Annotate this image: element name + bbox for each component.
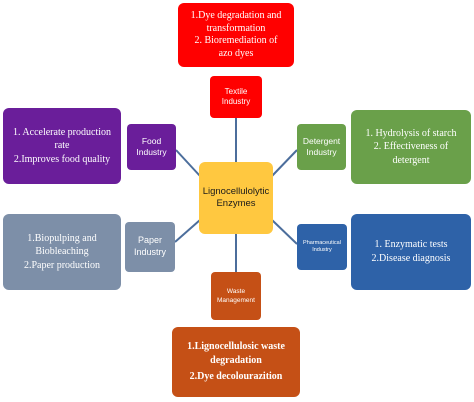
paper-node-line1: Paper	[137, 235, 163, 246]
waste-app-line3: 2.Dye decolourazition	[189, 371, 283, 383]
textile-node-line1: Textile	[224, 86, 248, 96]
pharmaceutical-applications-box: 1. Enzymatic tests 2.Disease diagnosis	[351, 214, 471, 290]
connector-pharmaceutical	[271, 219, 298, 245]
food-node-line1: Food	[141, 135, 162, 146]
food-app-line2: rate	[54, 140, 70, 152]
center-node: Lignocellulolytic Enzymes	[199, 162, 273, 234]
detergent-node-line2: Industry	[306, 147, 337, 157]
paper-app-line1: 1.Biopulping and	[27, 232, 97, 244]
food-node-line2: Industry	[136, 147, 167, 157]
pharmaceutical-node-line2: Industry	[312, 247, 332, 253]
paper-app-line3: 2.Paper production	[23, 259, 101, 271]
pharmaceutical-node-line1: Pharmaceutical	[303, 239, 341, 246]
paper-applications-box: 1.Biopulping and Biobleaching 2.Paper pr…	[3, 214, 121, 290]
detergent-app-line3: detergent	[392, 154, 430, 166]
connector-detergent	[271, 149, 298, 177]
food-industry-node: Food Industry	[127, 124, 176, 170]
food-applications-box: 1. Accelerate production rate 2.Improves…	[3, 108, 121, 184]
paper-industry-node: Paper Industry	[125, 222, 175, 272]
textile-industry-node: Textile Industry	[210, 76, 262, 118]
paper-app-line2: Biobleaching	[35, 246, 89, 258]
center-label-line2: Enzymes	[216, 198, 256, 209]
textile-applications-box: 1.Dye degradation and transformation 2. …	[178, 3, 294, 67]
center-label-line1: Lignocellulolytic	[202, 185, 270, 197]
food-app-line1: 1. Accelerate production	[12, 126, 111, 138]
waste-app-line1: 1.Lignocellulosic waste	[187, 341, 285, 353]
food-app-line3: 2.Improves food quality	[13, 153, 111, 165]
connector-paper	[174, 219, 201, 243]
detergent-app-line1: 1. Hydrolysis of starch	[365, 127, 457, 139]
textile-app-line1: 1.Dye degradation and	[190, 10, 282, 21]
pharmaceutical-industry-node: Pharmaceutical Industry	[297, 224, 347, 270]
paper-node-line2: Industry	[133, 247, 166, 257]
detergent-applications-box: 1. Hydrolysis of starch 2. Effectiveness…	[351, 110, 471, 184]
textile-node-line2: Industry	[221, 97, 251, 106]
waste-management-node: Waste Management	[211, 272, 261, 320]
detergent-node-line1: Detergent	[302, 135, 341, 146]
waste-applications-box: 1.Lignocellulosic waste degradation 2.Dy…	[172, 327, 300, 397]
waste-app-line2: degradation	[210, 354, 262, 366]
textile-app-line4: azo dyes	[218, 47, 254, 59]
textile-app-line3: 2. Bioremediation of	[194, 35, 278, 46]
waste-node-line1: Waste	[226, 287, 246, 295]
waste-node-line2: Management	[217, 297, 255, 304]
detergent-app-line2: 2. Effectiveness of	[373, 141, 449, 153]
pharmaceutical-app-line2: 2.Disease diagnosis	[371, 253, 451, 264]
textile-app-line2: transformation	[206, 22, 266, 34]
connector-food	[175, 149, 201, 177]
pharmaceutical-app-line1: 1. Enzymatic tests	[374, 239, 448, 250]
detergent-industry-node: Detergent Industry	[297, 124, 346, 170]
